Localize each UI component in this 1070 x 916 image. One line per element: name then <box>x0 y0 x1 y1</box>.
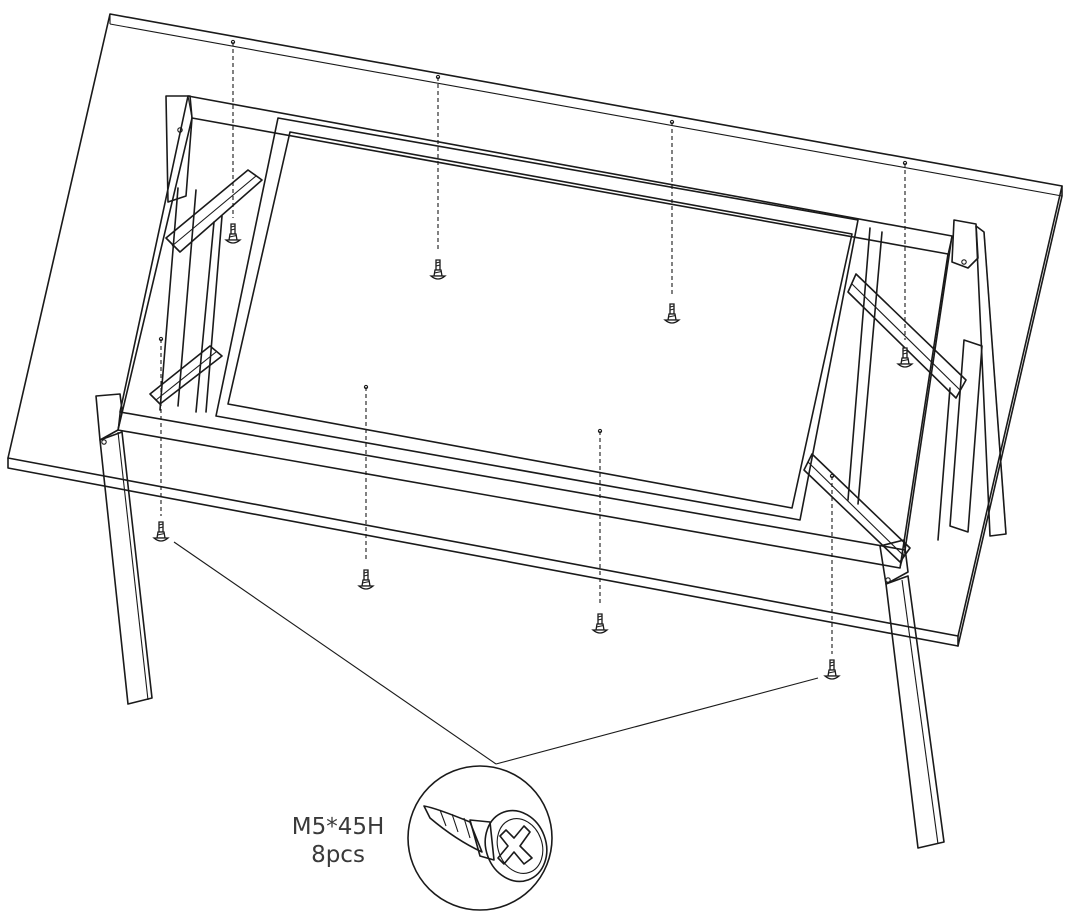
screw-guides <box>158 39 908 654</box>
screws <box>153 223 913 680</box>
wood-screw-icon <box>430 259 446 280</box>
apron-frame <box>117 95 953 569</box>
wood-screw-icon <box>824 659 840 680</box>
wood-screw-icon <box>358 569 374 590</box>
wood-screw-icon <box>664 303 680 324</box>
left-side-brace <box>149 95 263 413</box>
screw-spec-text: M5*45H <box>292 814 385 840</box>
wood-screw-icon <box>592 613 608 634</box>
wood-screw-icon <box>897 347 913 368</box>
wood-screw-icon <box>153 521 169 542</box>
wood-screw-icon <box>225 223 241 244</box>
callout-leaders <box>173 541 819 765</box>
screw-callout-label: M5*45H 8pcs <box>292 814 385 868</box>
phillips-screw-detail-icon <box>407 765 553 911</box>
right-side-brace <box>803 219 983 563</box>
inner-frame <box>215 117 859 521</box>
table-top <box>7 13 1063 647</box>
screw-quantity-text: 8pcs <box>311 842 365 868</box>
table-legs <box>95 225 1007 849</box>
